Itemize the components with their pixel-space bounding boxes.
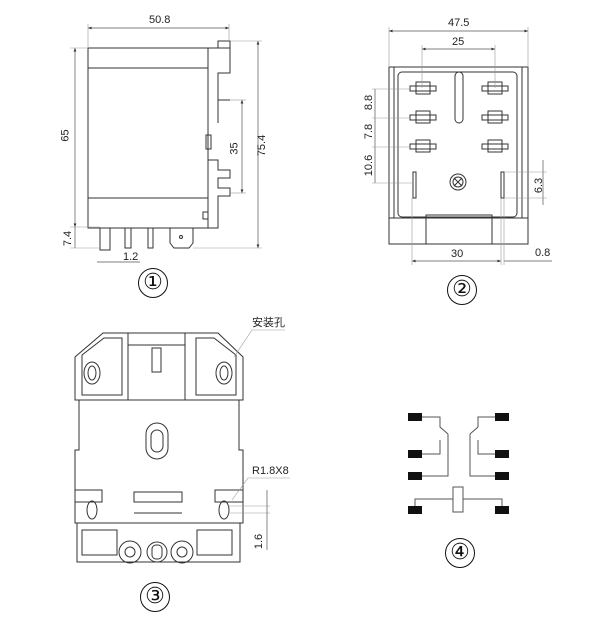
pin-body bbox=[487, 110, 503, 124]
pin-body bbox=[415, 81, 431, 95]
mount-hole-label: 安装孔 bbox=[252, 317, 285, 329]
view-number-4: ④ bbox=[445, 538, 475, 568]
pin-body bbox=[415, 139, 431, 153]
view-number-1: ① bbox=[138, 268, 168, 298]
dim-pin-length: 7.4 bbox=[62, 230, 75, 247]
side-view bbox=[70, 24, 262, 263]
socket-view bbox=[74, 329, 290, 564]
dim-slot: 6.3 bbox=[533, 177, 546, 194]
pin-slot bbox=[409, 143, 437, 150]
pin-slot bbox=[481, 114, 509, 121]
dim-bottom: 30 bbox=[451, 248, 464, 260]
pin-slot bbox=[409, 114, 437, 121]
schematic-view bbox=[408, 413, 509, 514]
dim-pin-span: 25 bbox=[452, 36, 465, 48]
pin-body bbox=[487, 139, 503, 153]
pin-slot bbox=[481, 143, 509, 150]
pin-slot bbox=[409, 85, 437, 92]
dim-gap: 0.8 bbox=[535, 247, 551, 259]
dim-rail: 35 bbox=[228, 142, 241, 155]
bottom-view bbox=[372, 27, 552, 265]
dim-width: 50.8 bbox=[149, 14, 171, 26]
slot-label: R1.8X8 bbox=[252, 465, 289, 477]
dim-row2: 7.8 bbox=[363, 123, 376, 140]
dim-height: 65 bbox=[59, 129, 72, 142]
view-number-2: ② bbox=[447, 275, 477, 305]
dim-total-height: 75.4 bbox=[256, 134, 269, 157]
dim-pin-width: 1.2 bbox=[123, 251, 139, 263]
dim-row1: 8.8 bbox=[363, 94, 376, 111]
dim-offset: 1.6 bbox=[253, 533, 266, 550]
dim-width-2: 47.5 bbox=[448, 17, 470, 29]
view-number-3: ③ bbox=[140, 582, 170, 612]
pin-body bbox=[415, 110, 431, 124]
dim-row3: 10.6 bbox=[363, 154, 376, 177]
